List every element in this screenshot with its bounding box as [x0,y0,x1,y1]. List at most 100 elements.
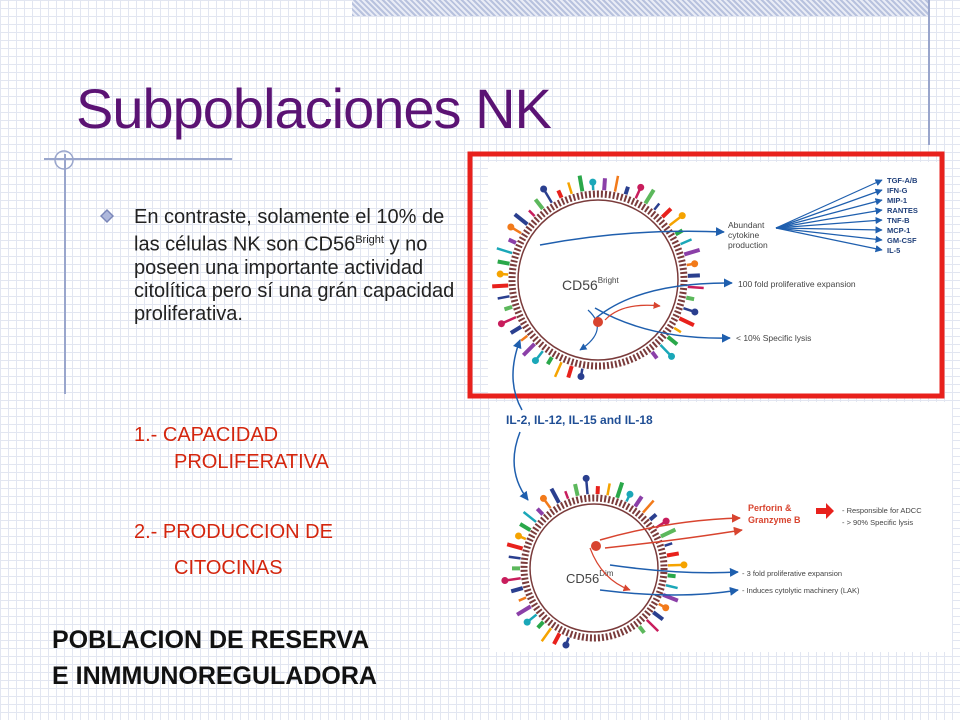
cytokine-label: RANTES [887,206,918,215]
receptor [667,573,676,579]
receptor [533,198,545,211]
arrow-red-top [604,301,661,321]
receptor-head [540,185,548,193]
receptor [653,202,661,211]
receptor [666,551,680,558]
receptor [637,625,646,635]
receptor [652,610,665,622]
receptor [687,285,704,290]
receptor [566,365,574,379]
receptor [535,507,545,516]
diamond-bullet-icon [100,209,114,223]
abundant-cytokine-text: Abundant cytokine production [728,220,768,250]
receptor-head [539,494,547,502]
arrow-il-to-bright [512,339,523,411]
receptor-head [523,618,531,626]
receptor-head [626,490,634,498]
cytokine-label: MIP-1 [887,196,907,205]
receptor [503,304,513,312]
cytokine-arrow [775,207,883,229]
receptor [549,487,561,504]
receptor [685,295,695,302]
cytokine-label: IL-5 [887,246,900,255]
item2-line2: CITOCINAS [174,557,283,579]
bottom-cell-label: CD56 [566,571,599,586]
bullet-text-before: En contraste, solamente el 10% de las cé… [134,206,445,256]
specific-lysis-text: < 10% Specific lysis [736,333,811,343]
receptor [660,207,673,219]
receptor [513,212,529,226]
arrow-perforin [599,513,741,541]
receptor-head [662,517,670,525]
top-cell-superscript: Bright [598,276,620,285]
top-cell-label: CD56 [562,277,598,293]
perforin-line2: Granzyme B [748,515,801,525]
receptor-head [637,183,645,191]
receptor-head [531,357,539,365]
item2-line1: 2.- PRODUCCION DE [134,521,333,543]
receptor [497,259,510,266]
reserve-line1: POBLACION DE RESERVA [52,626,370,654]
receptor [510,586,524,594]
receptor [633,495,644,508]
proliferative-expansion-text: 100 fold proliferative expansion [738,279,856,289]
receptor [577,175,585,192]
arrow-perforin-2 [604,526,743,549]
receptor [613,175,620,192]
bullet-text-after: y no poseen una importante actividad cit… [134,233,455,325]
receptor [643,188,656,205]
cytokine-arrow [775,227,883,253]
receptor [519,522,532,532]
arrow-lak [599,586,739,596]
receptor [553,361,563,378]
receptor [623,186,630,195]
receptor [573,483,580,497]
cytokine-arrow [775,227,883,243]
arrow-3fold [609,564,739,577]
receptor [673,326,682,334]
receptor-head [515,532,523,540]
top-cell-receptors [492,175,704,381]
red-block-arrow-icon [816,503,834,519]
receptor-head [668,352,676,360]
receptor [615,481,625,499]
item1-line1: 1.- CAPACIDAD [134,424,279,446]
effect-3fold: - 3 fold proliferative expansion [742,569,842,578]
bullet-text: En contraste, solamente el 10% de las cé… [134,206,464,326]
receptor [540,627,553,642]
receptor [506,542,524,551]
vertical-rule-right [928,0,930,145]
receptor [497,295,510,300]
receptor [666,335,679,346]
receptor [522,510,537,523]
receptor [648,512,658,522]
receptor-head [496,270,504,278]
arrow-proliferative-expansion [595,278,733,319]
receptor [556,189,564,199]
effect-lak: - Induces cytolytic machinery (LAK) [742,586,860,595]
receptor [665,584,678,590]
receptor-head [501,577,509,585]
arrow-specific-lysis [594,307,731,343]
receptor [650,350,659,360]
receptor [546,356,554,366]
receptor [680,238,693,246]
receptor-head [678,212,686,220]
receptor [606,483,611,496]
arrow-inner-loop [579,309,598,351]
receptor [528,209,536,217]
item1-line2: PROLIFERATIVA [174,451,329,473]
effect-adcc: - Responsible for ADCC [842,506,922,515]
receptor [687,273,700,278]
cytokine-label: GM-CSF [887,236,917,245]
receptor-head [577,373,585,381]
effect-lysis: - > 90% Specific lysis [842,518,913,527]
receptor-head [680,561,688,569]
receptor [492,283,509,289]
arrow-cytokine-production [539,227,725,246]
bullet-superscript: Bright [355,234,384,246]
receptor [678,316,695,327]
receptor-head [691,260,699,268]
receptor [507,237,517,245]
